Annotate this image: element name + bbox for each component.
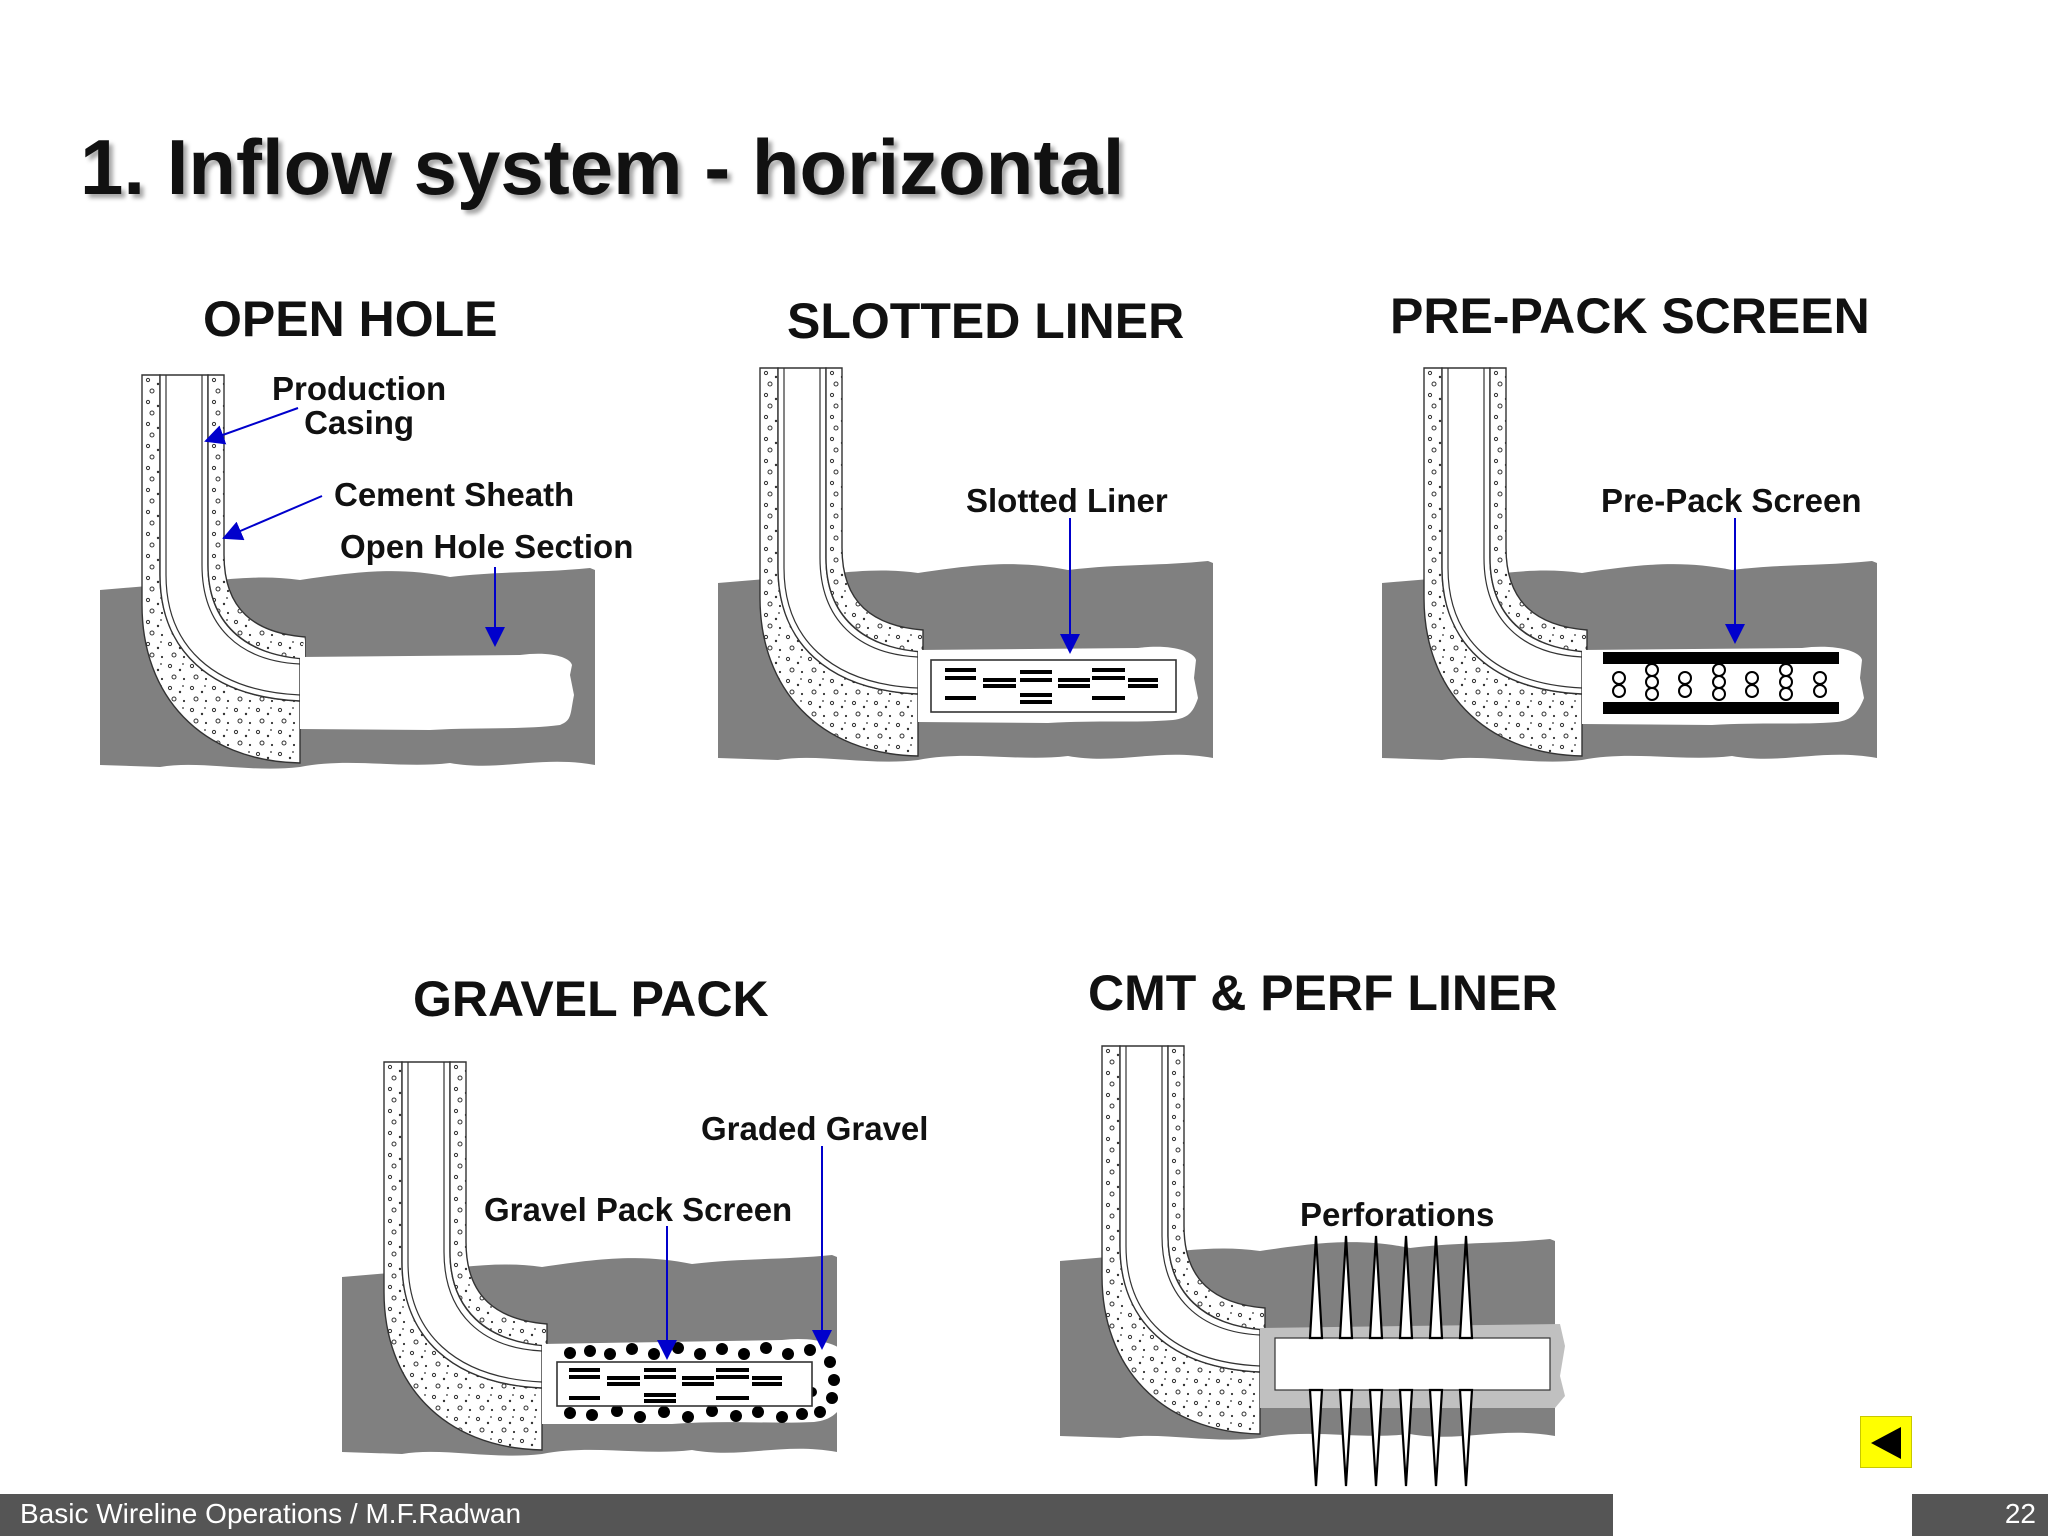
page-number-box: 22 <box>1912 1494 2048 1536</box>
slotted-liner-diagram <box>717 367 1214 763</box>
gravel-pack-diagram <box>341 1061 846 1457</box>
footer-bar: Basic Wireline Operations / M.F.Radwan <box>0 1494 1613 1536</box>
slide-title: 1. Inflow system - horizontal <box>80 123 1125 211</box>
page-number: 22 <box>2004 1498 2036 1529</box>
label-production-casing-line2: Casing <box>304 404 415 441</box>
panel-title-slotted-liner: SLOTTED LINER <box>787 293 1185 349</box>
well-diagrams <box>99 367 1878 1487</box>
prepack-screen-diagram <box>1381 367 1878 763</box>
back-button[interactable] <box>1860 1416 1912 1468</box>
panel-title-cmt-perf-liner: CMT & PERF LINER <box>1088 965 1558 1021</box>
open-hole-diagram <box>99 374 596 770</box>
cmt-perf-liner-diagram <box>1059 1045 1565 1487</box>
label-open-hole-section: Open Hole Section <box>340 528 634 565</box>
panel-title-open-hole: OPEN HOLE <box>203 291 498 347</box>
label-gravel-pack-screen: Gravel Pack Screen <box>484 1191 793 1228</box>
label-prepack-screen: Pre-Pack Screen <box>1601 482 1862 519</box>
label-graded-gravel: Graded Gravel <box>701 1110 929 1147</box>
triangle-left-icon <box>1871 1427 1901 1459</box>
panel-title-gravel-pack: GRAVEL PACK <box>413 971 769 1027</box>
label-production-casing-line1: Production <box>272 370 447 407</box>
label-slotted-liner: Slotted Liner <box>966 482 1168 519</box>
footer-text: Basic Wireline Operations / M.F.Radwan <box>20 1498 522 1529</box>
label-production-casing: Production Casing <box>272 372 446 439</box>
label-perforations: Perforations <box>1300 1196 1495 1233</box>
panel-title-prepack-screen: PRE-PACK SCREEN <box>1390 288 1870 344</box>
label-cement-sheath: Cement Sheath <box>334 476 575 513</box>
